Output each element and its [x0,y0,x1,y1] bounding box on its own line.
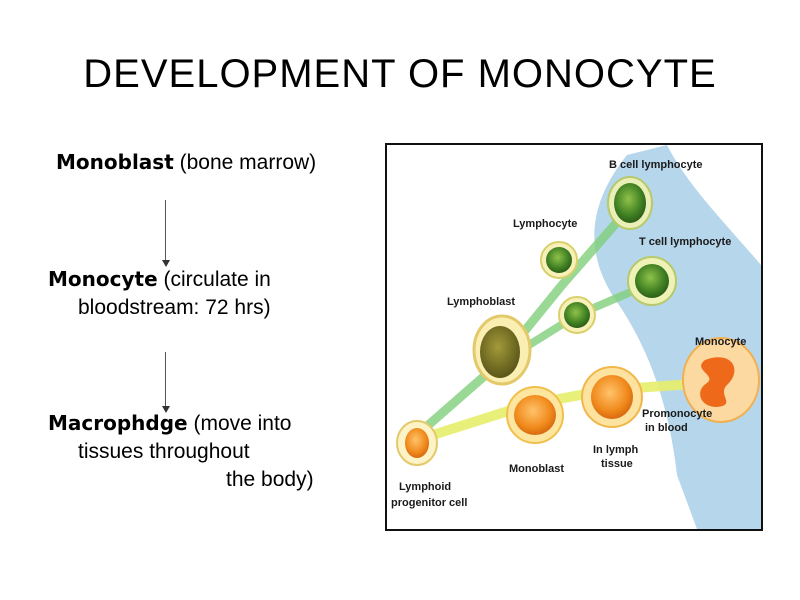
cell-in-lymph-tissue [581,366,643,428]
page-title: DEVELOPMENT OF MONOCYTE [83,52,717,96]
step-macrophage-desc-1: (move into [193,412,292,435]
label-in-lymph-2: tissue [601,458,633,470]
step-monocyte-desc-1: (circulate in [163,268,271,291]
step-monocyte-desc-2: bloodstream: 72 hrs) [78,296,271,319]
arrow-down-2 [162,352,170,414]
label-lymphocyte: Lymphocyte [513,218,577,230]
arrow-down-1 [162,200,170,268]
step-macrophage-desc-3: the body) [226,468,314,491]
label-t-cell: T cell lymphocyte [639,236,731,248]
step-monoblast-name: Monoblast [56,150,174,174]
step-macrophage-name: Macrophdge [48,411,188,435]
label-monocyte: Monocyte [695,336,746,348]
cell-t-lymphocyte [627,256,677,306]
label-lymphoid-2: progenitor cell [391,497,467,509]
pathway-lymphoid [414,202,636,439]
label-promonocyte-1: Promonocyte [642,408,712,420]
label-monoblast: Monoblast [509,463,564,475]
blood-region [594,145,761,529]
label-promonocyte-2: in blood [645,422,688,434]
cell-lymphoid-progenitor [396,420,438,466]
cell-lymphocyte-2 [558,296,596,334]
cell-monoblast [506,386,564,444]
cell-lymphoblast [472,314,532,386]
pathway-myeloid [415,378,708,445]
label-in-lymph-1: In lymph [593,444,639,456]
step-monoblast-desc: (bone marrow) [179,151,317,174]
cell-monocyte [682,337,760,423]
label-lymphoblast: Lymphoblast [447,296,515,308]
step-monocyte-name: Monocyte [48,267,158,291]
step-macrophage-desc-2: tissues throughout [78,440,250,463]
cell-lineage-figure: B cell lymphocyte Lymphocyte T cell lymp… [385,143,763,531]
step-monocyte: Monocyte (circulate in bloodstream: 72 h… [48,265,368,322]
cell-lineage-svg: B cell lymphocyte Lymphocyte T cell lymp… [391,145,761,529]
step-monoblast: Monoblast (bone marrow) [56,148,316,177]
label-lymphoid-1: Lymphoid [399,481,451,493]
cell-lymphocyte [540,241,578,279]
step-macrophage: Macrophdge (move into tissues throughout… [48,409,368,494]
label-b-cell: B cell lymphocyte [609,159,703,171]
cell-b-lymphocyte [607,176,653,230]
